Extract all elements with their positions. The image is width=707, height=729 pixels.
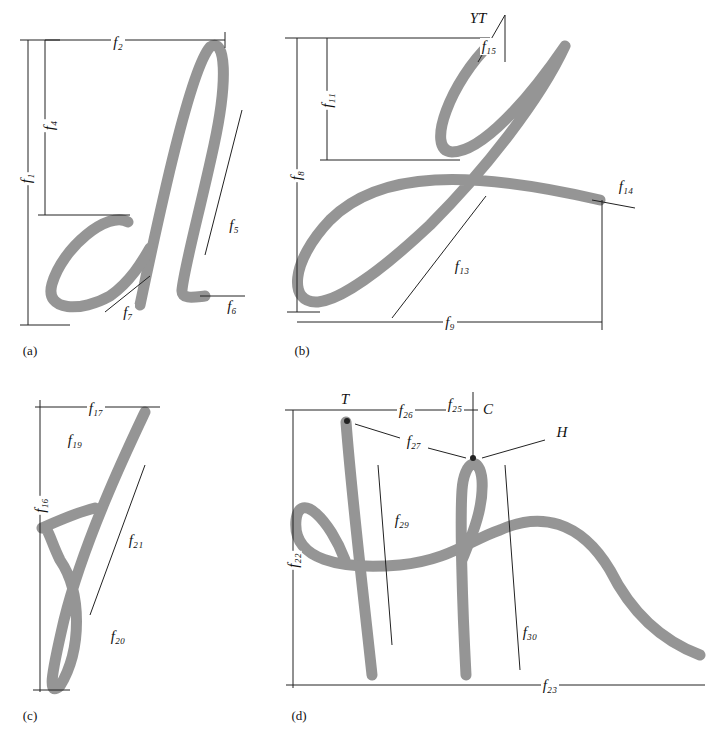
- letter-stroke: [346, 422, 372, 675]
- feature-label: f₁₁: [318, 91, 335, 110]
- feature-label: f₂₂: [284, 551, 301, 570]
- feature-label: f₂₆: [397, 402, 416, 419]
- letter-stroke: [296, 508, 700, 655]
- panel-letter: (b): [292, 343, 311, 358]
- dimension-lines: [20, 15, 705, 692]
- panel-letter: (d): [289, 708, 308, 723]
- pen-strokes: [42, 44, 700, 689]
- feature-label: f₂₉: [393, 512, 412, 529]
- feature-label: f₁₅: [480, 38, 499, 55]
- feature-label: f₂₃: [541, 677, 560, 694]
- feature-label: f₇: [121, 304, 134, 321]
- letter-stroke: [51, 220, 150, 307]
- feature-label: f₁₇: [87, 400, 106, 417]
- letter-stroke: [297, 44, 600, 302]
- feature-label: f₁₄: [617, 178, 636, 195]
- feature-label: f₈: [288, 168, 305, 181]
- feature-label: f₁₃: [453, 258, 472, 275]
- feature-label: f₄: [41, 118, 58, 131]
- letter-stroke: [140, 45, 223, 305]
- landmark-dots: [344, 418, 476, 461]
- feature-label: f₆: [225, 298, 238, 315]
- feature-label: f₂₇: [405, 433, 424, 450]
- feature-label: f₁: [18, 171, 35, 184]
- letter-stroke: [461, 464, 482, 675]
- feature-label: C: [481, 401, 495, 418]
- feature-label: f₅: [227, 217, 240, 234]
- feature-label: YT: [468, 10, 489, 27]
- feature-label: f₂₀: [109, 628, 128, 645]
- panel-letter: (a): [21, 343, 39, 358]
- feature-label: T: [339, 391, 351, 408]
- feature-label: f₂₅: [446, 396, 465, 413]
- feature-label: f₉: [443, 314, 456, 331]
- letter-stroke: [42, 412, 145, 689]
- feature-label: f₁₉: [66, 432, 85, 449]
- feature-label: H: [555, 424, 570, 441]
- feature-label: f₃₀: [521, 624, 540, 641]
- feature-label: f₂: [111, 34, 124, 51]
- panel-letter: (c): [21, 708, 39, 723]
- feature-label: f₁₆: [31, 496, 48, 515]
- feature-label: f₂₁: [127, 532, 146, 549]
